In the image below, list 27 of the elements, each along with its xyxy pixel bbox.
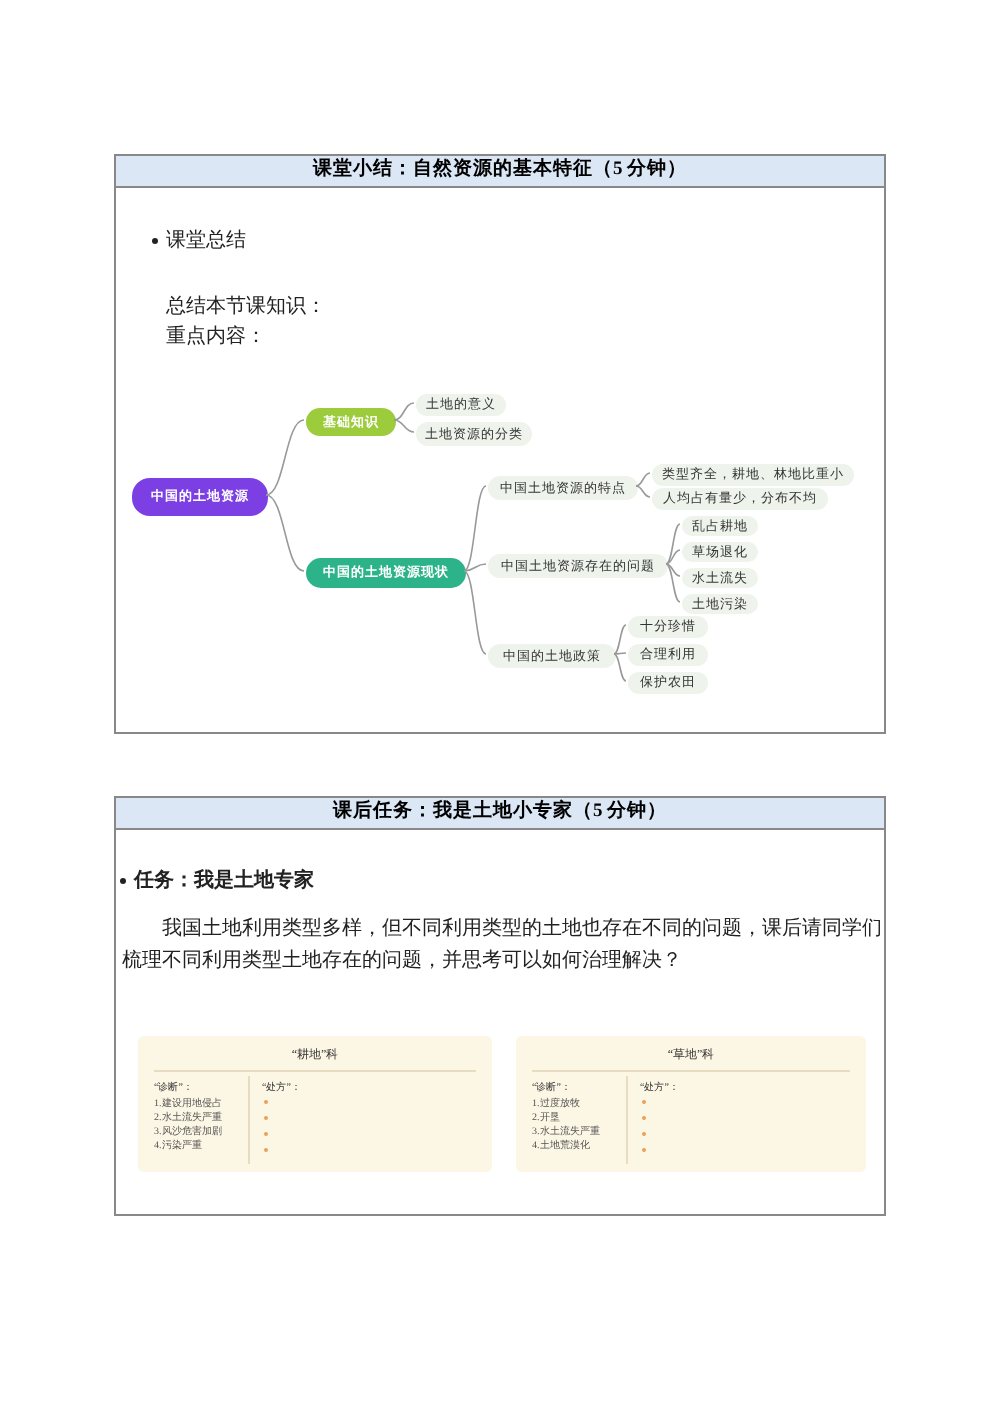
section-panel [114, 154, 886, 734]
bullet-text: 任务：我是土地专家 [134, 866, 314, 894]
connector-line [463, 485, 487, 572]
connector-line [463, 570, 487, 655]
section-panel [114, 796, 886, 1216]
connector-line [665, 523, 681, 565]
connector-line [265, 419, 305, 496]
connector-line [635, 472, 651, 487]
section-heading: 课堂小结：自然资源的基本特征（5 分钟） [116, 156, 884, 188]
connector-line [665, 563, 681, 603]
section-heading: 课后任务：我是土地小专家（5 分钟） [116, 798, 884, 830]
connector-line [393, 419, 415, 433]
connector-line [613, 653, 627, 682]
connector-line [635, 485, 651, 498]
body-text: 重点内容： [166, 323, 266, 350]
connector-line [265, 494, 305, 572]
card-panel [138, 1036, 492, 1172]
connector-line [665, 563, 681, 577]
connector-line [393, 402, 415, 421]
body-text: 总结本节课知识： [166, 293, 326, 320]
card-panel [516, 1036, 866, 1172]
paragraph: 我国土地利用类型多样，但不同利用类型的土地也存在不同的问题，课后请同学们梳理不同利用类型土地存在的问题，并思考可以如何治理解决？ [122, 915, 882, 976]
connector-line [463, 563, 487, 572]
connector-line [665, 549, 681, 565]
connector-line [613, 624, 627, 655]
connector-line [613, 652, 627, 655]
bullet-text: 课堂总结 [166, 227, 246, 254]
